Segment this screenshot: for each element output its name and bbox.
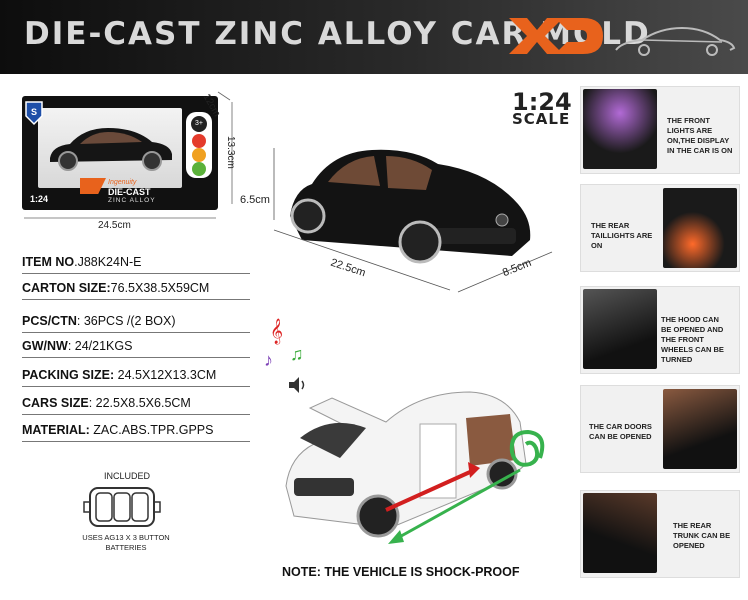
door-open-icon [192, 162, 206, 176]
headlight-icon [583, 89, 657, 169]
package-width-label: 24.5cm [98, 220, 131, 231]
svg-text:S: S [31, 107, 37, 117]
package-scale: 1:24 [30, 194, 49, 204]
spec-label: MATERIAL: [22, 423, 90, 437]
scale-ratio: 1:24 [512, 88, 572, 116]
shock-proof-note: NOTE: THE VEHICLE IS SHOCK-PROOF [282, 565, 520, 579]
spec-value: ZAC.ABS.TPR.GPPS [89, 423, 214, 437]
door-icon [663, 389, 737, 469]
feature-panel: THE FRONT LIGHTS ARE ON,THE DISPLAY IN T… [580, 86, 740, 174]
spec-row: MATERIAL: ZAC.ABS.TPR.GPPS [22, 420, 250, 442]
feature-panel: THE REAR TAILLIGHTS ARE ON [580, 184, 740, 272]
hood-icon [583, 289, 657, 369]
spec-value: : 24/21KGS [67, 339, 133, 353]
music-note-icon: 𝄞 [270, 318, 284, 343]
package-line1: DIE-CAST [108, 187, 151, 197]
brand-badge-icon: S [25, 101, 43, 126]
music-note-icon: ♪ [264, 350, 273, 370]
feature-panel: THE HOOD CAN BE OPENED AND THE FRONT WHE… [580, 286, 740, 374]
white-car-image [285, 391, 527, 538]
spec-label: CARS SIZE [22, 396, 89, 410]
package-logo-icon [80, 178, 106, 194]
feature-panel: THE CAR DOORS CAN BE OPENED [580, 385, 740, 473]
trunk-icon [583, 493, 657, 573]
spec-row: CARTON SIZE:76.5X38.5X59CM [22, 278, 250, 300]
speaker-icon [289, 377, 305, 393]
package-height-label: 13.3cm [225, 136, 236, 169]
header-banner [0, 0, 748, 74]
feature-text: THE REAR TAILLIGHTS ARE ON [591, 221, 653, 250]
spec-value: 24.5X12X13.3CM [114, 368, 217, 382]
shock-proof-arrows [385, 429, 545, 544]
spec-label: GW/NW [22, 339, 68, 353]
feature-text: THE CAR DOORS CAN BE OPENED [589, 422, 652, 441]
light-icon [192, 134, 206, 148]
package-subtitle: Ingenuity [108, 179, 137, 186]
taillight-icon [663, 188, 737, 268]
spec-row: ITEM NO.J88K24N-E [22, 252, 250, 274]
spec-label: PACKING SIZE: [22, 368, 115, 382]
xd-logo [509, 18, 603, 54]
feature-panel: THE REAR TRUNK CAN BE OPENED [580, 490, 740, 578]
spec-value: : 22.5X8.5X6.5CM [88, 396, 191, 410]
spec-label: ITEM NO [22, 255, 75, 269]
sound-icon [192, 148, 206, 162]
scale-word: SCALE [512, 110, 571, 128]
spec-label: PCS/CTN [22, 314, 77, 328]
spec-label: CARTON SIZE: [22, 281, 111, 295]
feature-text: THE HOOD CAN BE OPENED AND THE FRONT WHE… [661, 315, 724, 364]
battery-included-label: INCLUDED [104, 471, 151, 481]
car-silhouette-icon [615, 26, 736, 56]
package-dimension-lines [24, 91, 233, 219]
spec-row: PCS/CTN: 36PCS /(2 BOX) [22, 311, 250, 333]
spec-row: CARS SIZE: 22.5X8.5X6.5CM [22, 393, 250, 415]
battery-text: USES AG13 X 3 BUTTON BATTERIES [82, 533, 170, 552]
package-line2: ZINC ALLOY [108, 197, 156, 204]
battery-icon [83, 487, 161, 527]
feature-text: THE FRONT LIGHTS ARE ON,THE DISPLAY IN T… [667, 116, 733, 155]
music-note-icon: ♫ [290, 344, 304, 364]
car-height-label: 6.5cm [240, 194, 270, 206]
package-car-image [50, 128, 172, 171]
feature-text: THE REAR TRUNK CAN BE OPENED [673, 521, 731, 550]
spec-value: .J88K24N-E [74, 255, 142, 269]
age-badge: 3+ [191, 116, 207, 132]
spec-row: PACKING SIZE: 24.5X12X13.3CM [22, 365, 250, 387]
spec-row: GW/NW: 24/21KGS [22, 336, 250, 358]
spec-value: : 36PCS /(2 BOX) [76, 314, 176, 328]
main-car-image [273, 148, 553, 293]
spec-value: 76.5X38.5X59CM [110, 281, 210, 295]
